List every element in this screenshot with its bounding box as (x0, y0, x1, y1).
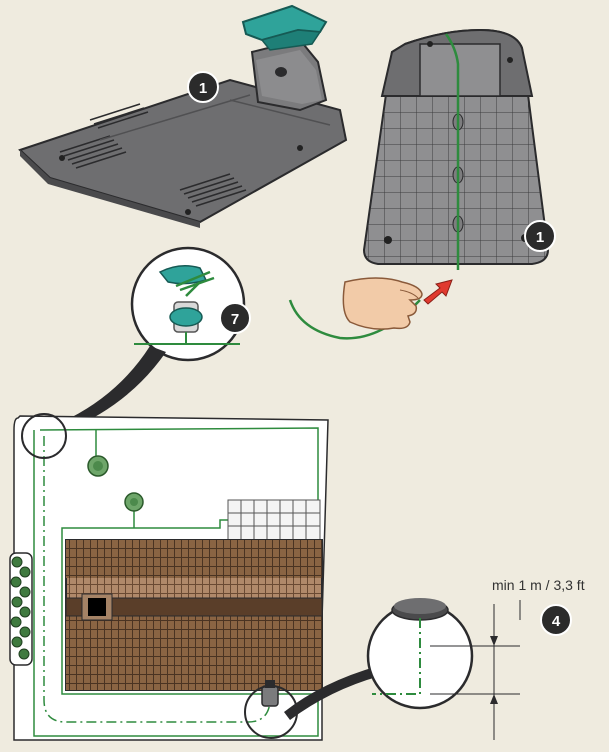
svg-text:7: 7 (231, 311, 239, 328)
connector-pointer (62, 346, 166, 430)
distance-dimension (430, 600, 521, 740)
guide-wire (43, 436, 271, 723)
svg-text:1: 1 (199, 80, 207, 97)
distance-detail-bubble (366, 598, 474, 710)
wire-coupler-icon (158, 265, 215, 333)
callout-1-top: 1 (187, 71, 219, 103)
coupler-detail-bubble (130, 246, 246, 362)
tree-icon (124, 492, 144, 528)
insert-arrow-icon (423, 279, 453, 305)
svg-text:1: 1 (536, 229, 544, 246)
hedge (9, 552, 33, 666)
callout-1-back: 1 (524, 220, 556, 252)
svg-text:4: 4 (552, 613, 561, 630)
charging-station-top-view (18, 4, 348, 228)
callout-7: 7 (219, 302, 251, 334)
house (65, 539, 323, 691)
charging-station-underside (362, 28, 550, 265)
hand-icon (288, 277, 423, 340)
callout-4: 4 (540, 604, 572, 636)
boundary-wire-station (444, 33, 460, 270)
distance-pointer (284, 666, 380, 720)
paving (227, 499, 321, 541)
distance-label: min 1 m / 3,3 ft (492, 577, 585, 593)
garden-plan (9, 413, 329, 741)
tree-icon (87, 430, 109, 477)
